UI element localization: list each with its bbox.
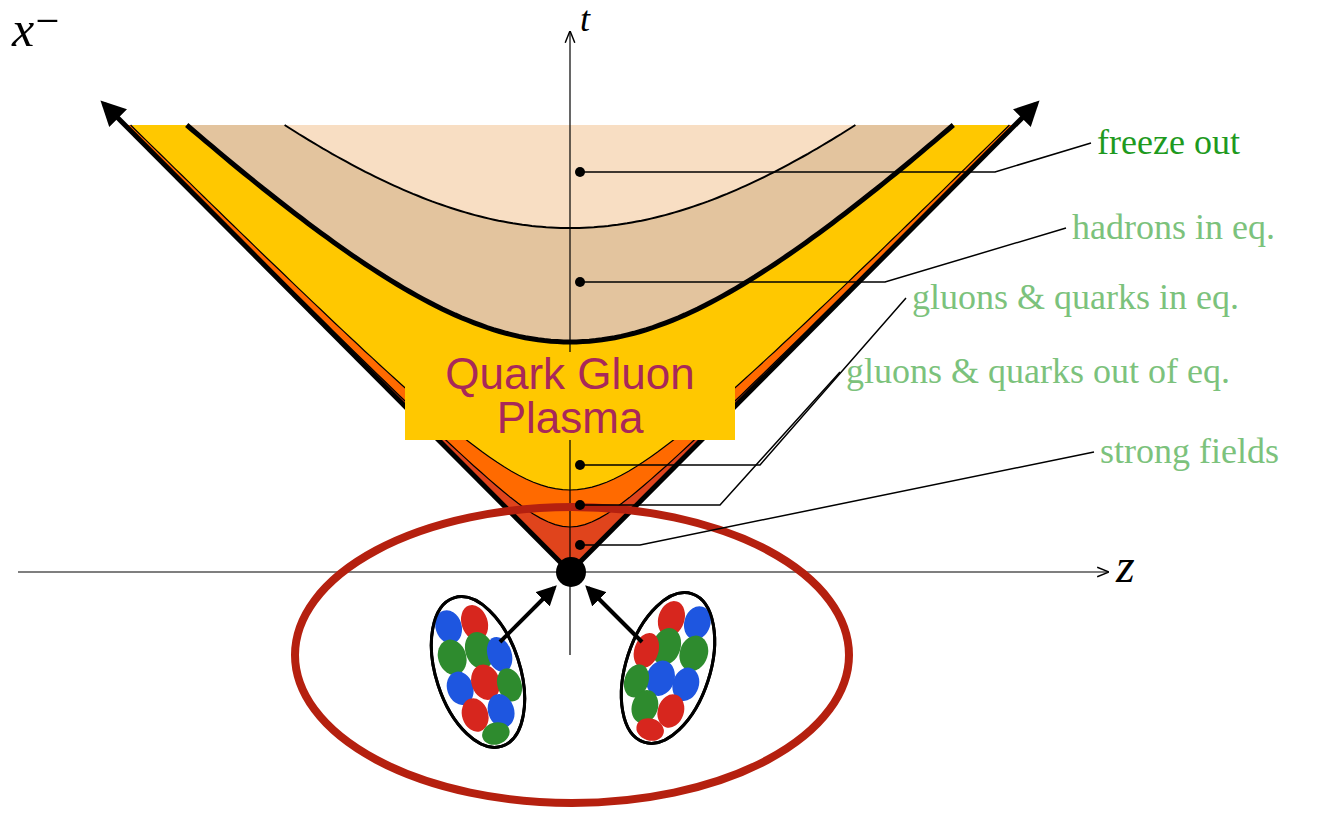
light-cone-right [570,104,1036,572]
region-label: Quark Gluon Plasma [405,352,735,440]
leader-line [580,143,1091,172]
light-cone-left [104,104,570,572]
leader-dot [575,540,585,550]
left-nucleus [414,585,542,759]
collision-point [556,557,586,587]
right-nucleus [604,581,732,755]
leader-line [580,452,1094,545]
motion-arrow [500,588,554,642]
leader-dot [575,277,585,287]
stage-label: hadrons in eq. [1072,208,1275,248]
leader-line [580,228,1066,282]
leader-dot [575,460,585,470]
stage-label: freeze out [1097,123,1240,163]
axis-label: x⁻ [12,2,61,57]
stage-label: gluons & quarks in eq. [912,278,1239,318]
axis-label: t [580,0,590,40]
leader-dot [575,167,585,177]
stage-label: gluons & quarks out of eq. [846,352,1230,392]
motion-arrow [588,588,642,642]
highlight-ellipse [295,507,849,803]
leader-dot [575,500,585,510]
axis-label: z [1116,540,1135,593]
stage-label: strong fields [1100,432,1279,472]
